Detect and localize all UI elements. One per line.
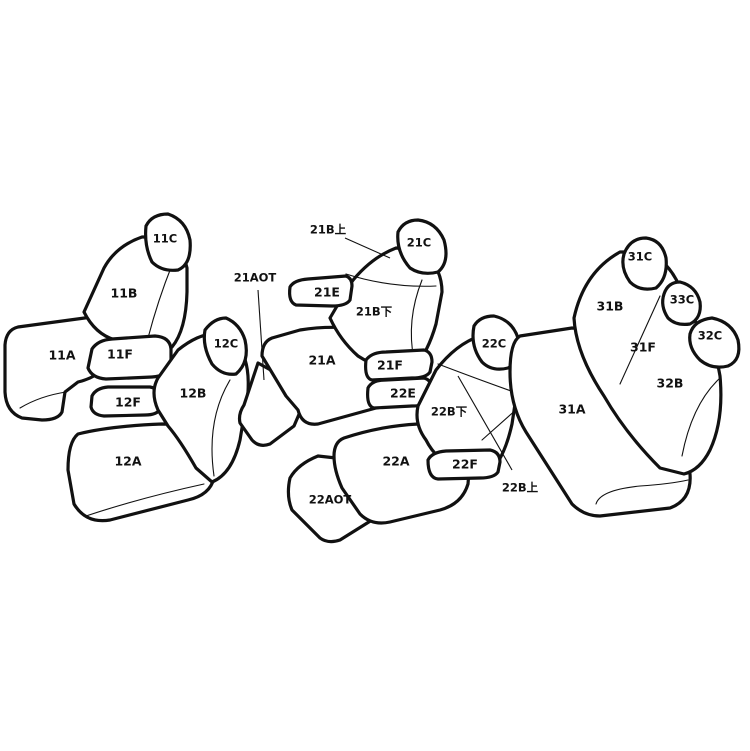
seat-32C-headrest[interactable] (688, 316, 741, 369)
label-12B: 12B (180, 386, 207, 401)
seat-11C-headrest[interactable] (144, 212, 192, 272)
label-22AOT: 22AOT (309, 493, 352, 507)
label-22A: 22A (382, 454, 409, 469)
label-22B-upper: 22B上 (502, 481, 539, 495)
label-11B: 11B (111, 286, 138, 301)
label-21AOT: 21AOT (234, 271, 277, 285)
label-11C: 11C (153, 232, 177, 246)
label-21B-lower: 21B下 (356, 305, 393, 319)
seat-12C-headrest[interactable] (202, 316, 248, 376)
label-22C: 22C (482, 337, 506, 351)
label-12C: 12C (214, 337, 238, 351)
label-31A: 31A (558, 402, 585, 417)
label-21F: 21F (377, 358, 403, 373)
seat-22 (286, 314, 521, 544)
label-22B-lower: 22B下 (431, 405, 468, 419)
seat-21 (260, 218, 448, 426)
label-31C: 31C (628, 250, 652, 264)
label-21B-upper: 21B上 (310, 223, 347, 237)
seat-21C-headrest[interactable] (396, 218, 448, 275)
seat-12 (66, 316, 250, 523)
label-12A: 12A (114, 454, 141, 469)
label-11A: 11A (48, 348, 75, 363)
label-21E: 21E (314, 285, 340, 300)
seat-31C-headrest[interactable] (621, 236, 668, 291)
label-32B: 32B (657, 376, 684, 391)
part-labels: 11C 11B 11A 11F 12F 12C 12B 12A 21AOT 21… (48, 223, 722, 507)
label-11F: 11F (107, 347, 133, 362)
seat-33C-headrest[interactable] (661, 280, 702, 326)
seat-31-32-33 (508, 236, 741, 518)
seat-12A-cushion[interactable] (66, 422, 217, 523)
label-21C: 21C (407, 236, 431, 250)
seat-21B-backrest[interactable] (328, 246, 444, 371)
seat-22AOT-ottoman[interactable] (286, 454, 380, 544)
label-31B: 31B (597, 299, 624, 314)
seat-11 (3, 212, 192, 422)
label-22E: 22E (390, 386, 416, 401)
seat-21E-armrest[interactable] (288, 274, 354, 308)
label-32C: 32C (698, 329, 722, 343)
label-21A: 21A (308, 353, 335, 368)
label-22F: 22F (452, 457, 478, 472)
label-31F: 31F (630, 340, 656, 355)
seat-22F-armrest[interactable] (426, 448, 502, 481)
label-12F: 12F (115, 395, 141, 410)
label-33C: 33C (670, 293, 694, 307)
seat-21F-armrest[interactable] (364, 348, 434, 382)
